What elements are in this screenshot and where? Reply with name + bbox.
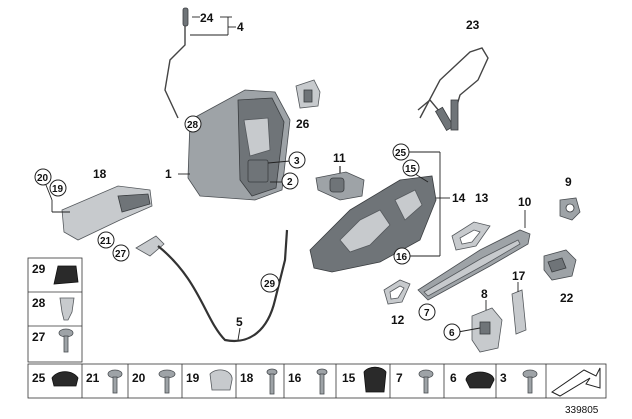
legend-16-screw: [266, 368, 278, 395]
part-8-bracket: [457, 300, 503, 353]
callout-26: 26: [296, 117, 310, 131]
callout-22: 22: [560, 291, 574, 305]
legend-15-screw: [316, 368, 328, 395]
legend-2-number: 3: [500, 371, 507, 385]
callout-3-label: 3: [294, 156, 300, 167]
legend-6-number: 7: [396, 371, 403, 385]
reference-number: 339805: [565, 405, 599, 416]
callout-5: 5: [236, 315, 243, 329]
callout-7-label: 7: [424, 308, 430, 319]
callout-14: 14: [452, 191, 466, 205]
callout-24: 24: [200, 11, 214, 25]
callout-7-ring: [418, 303, 436, 321]
callout-25-label: 25: [395, 148, 407, 159]
callout-11: 11: [333, 151, 346, 165]
legend-2-screw: [522, 369, 538, 394]
legend-bottom: [27, 363, 607, 399]
handle-carrier: [309, 151, 450, 273]
part-13-gasket: [451, 221, 491, 251]
callout-13: 13: [475, 191, 489, 205]
part-12-cap: [383, 279, 411, 305]
callout-29-label: 29: [264, 279, 276, 290]
callout-16-label: 16: [396, 252, 408, 263]
callout-6-ring: [443, 323, 461, 341]
callout-6-label: 6: [449, 328, 455, 339]
callout-8: 8: [481, 287, 488, 301]
callout-10: 10: [518, 195, 532, 209]
callout-21-label: 21: [100, 236, 112, 247]
legend-28-number: 28: [32, 296, 46, 310]
part-23-cable: [417, 47, 489, 131]
callout-28-ring: [184, 115, 202, 133]
part-26-clip: [295, 79, 321, 109]
callout-19-label: 19: [52, 184, 64, 195]
callout-28-label: 28: [187, 120, 199, 131]
callout-27-ring: [112, 244, 130, 262]
legend-21-number: 21: [86, 371, 100, 385]
callout-21-ring: [97, 231, 115, 249]
legend-left: [27, 257, 83, 363]
legend-arrow-icon: [551, 367, 601, 397]
callout-17: 17: [512, 269, 526, 283]
legend-25-grommet: [51, 371, 79, 387]
callout-18: 18: [93, 167, 107, 181]
callout-19-ring: [49, 179, 67, 197]
callout-15-ring: [402, 159, 420, 177]
callout-20-label: 20: [37, 173, 49, 184]
callout-3-ring: [288, 151, 306, 169]
callout-9: 9: [565, 175, 572, 189]
part-5-bowden-cable: [135, 229, 289, 343]
legend-28-clip: [59, 297, 75, 321]
callout-29-ring: [260, 273, 280, 293]
legend-7-number: 15: [342, 371, 356, 385]
door-lock: [178, 89, 291, 201]
callout-4: 4: [237, 20, 244, 34]
part-11-actuator: [315, 166, 365, 201]
legend-7-plug: [363, 366, 387, 393]
legend-25-number: 25: [32, 371, 46, 385]
part-17-strip: [511, 282, 527, 335]
callout-2-label: 2: [287, 177, 293, 188]
legend-15-number: 16: [288, 371, 302, 385]
legend-21-screw: [107, 369, 123, 394]
lock-rod-assembly: [164, 7, 236, 119]
legend-19-number: 19: [186, 371, 200, 385]
part-9-lock-cylinder-cap: [559, 197, 581, 221]
outer-door-handle: [417, 210, 531, 301]
legend-3-number: 6: [450, 371, 457, 385]
legend-3-grommet: [465, 371, 495, 389]
callout-25-ring: [392, 143, 410, 161]
legend-16-number: 18: [240, 371, 254, 385]
legend-19-cap: [209, 369, 233, 391]
callout-2-ring: [281, 172, 299, 190]
callout-16-ring: [393, 247, 411, 265]
legend-6-screw: [418, 369, 434, 394]
legend-29-pad: [53, 265, 79, 285]
legend-20-screw: [158, 369, 176, 394]
legend-29-number: 29: [32, 262, 46, 276]
legend-20-number: 20: [132, 371, 146, 385]
callout-1: 1: [165, 167, 172, 181]
callout-23: 23: [466, 18, 480, 32]
part-22-end-cap: [543, 249, 577, 281]
callout-15-label: 15: [405, 164, 417, 175]
callout-27-label: 27: [115, 249, 127, 260]
callout-20-ring: [34, 168, 52, 186]
legend-27-number: 27: [32, 330, 46, 344]
callout-12: 12: [391, 313, 405, 327]
legend-27-screw: [58, 328, 74, 353]
